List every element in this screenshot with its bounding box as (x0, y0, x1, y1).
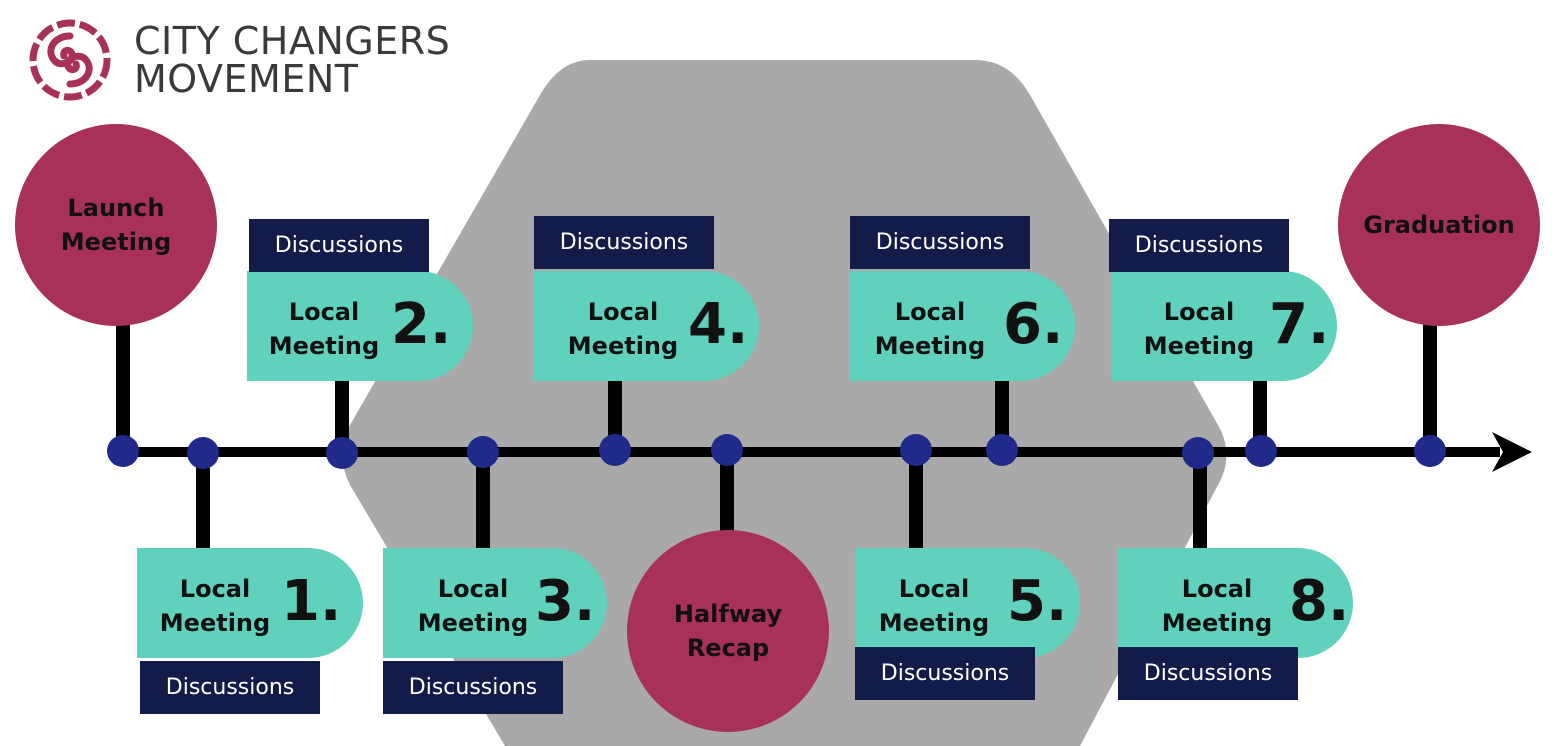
timeline-node (326, 437, 358, 469)
discussions-tag-8: Discussions (1118, 647, 1298, 700)
label-line: Meeting (268, 332, 380, 360)
logo-line-2: MOVEMENT (134, 57, 359, 101)
meeting-number: 6. (1003, 292, 1064, 357)
timeline-node (986, 434, 1018, 466)
milestone-label: Graduation (1363, 211, 1515, 239)
discussions-tag-1: Discussions (140, 661, 320, 714)
meeting-number: 1. (281, 569, 342, 634)
meeting-number: 4. (688, 292, 749, 357)
label-line: Meeting (1143, 332, 1255, 360)
label-line: Local (288, 298, 360, 326)
timeline-node (467, 436, 499, 468)
label-line: Meeting (60, 228, 172, 256)
label-line: Local (179, 575, 251, 603)
meeting-number: 2. (391, 292, 452, 357)
meeting-number: 3. (535, 569, 596, 634)
timeline-arrowhead (1492, 432, 1532, 472)
timeline-node (1414, 435, 1446, 467)
meeting-number: 7. (1269, 292, 1330, 357)
discussions-tag-6: Discussions (850, 216, 1030, 269)
timeline-node (711, 434, 743, 466)
label-line: Meeting (567, 332, 679, 360)
label-line: Meeting (1161, 609, 1273, 637)
label-line: Meeting (417, 609, 529, 637)
label-line: Local (1181, 575, 1253, 603)
meeting-number: 8. (1289, 569, 1350, 634)
timeline-node (900, 434, 932, 466)
label-line: Local (437, 575, 509, 603)
discussions-tag-5: Discussions (855, 647, 1035, 700)
discussions-tag-3: Discussions (383, 661, 563, 714)
timeline-node (1182, 437, 1214, 469)
swirl-logo-icon (29, 19, 111, 101)
logo-wordmark: CITY CHANGERS MOVEMENT (134, 22, 450, 98)
label-line: Halfway (673, 600, 783, 628)
meeting-number: 5. (1007, 569, 1068, 634)
label-line: Local (1163, 298, 1235, 326)
timeline-nodes (107, 434, 1446, 469)
label-line: Local (894, 298, 966, 326)
label-line: Meeting (159, 609, 271, 637)
timeline-node (599, 434, 631, 466)
timeline-node (187, 437, 219, 469)
label-line: Launch (67, 194, 165, 222)
label-line: Local (898, 575, 970, 603)
discussions-tag-2: Discussions (249, 219, 429, 272)
graduation-milestone: Graduation (1338, 124, 1540, 326)
logo-line-1: CITY CHANGERS (134, 19, 451, 63)
timeline-node (107, 435, 139, 467)
discussions-tag-7: Discussions (1109, 219, 1289, 272)
label-line: Recap (686, 634, 770, 662)
discussions-tag-4: Discussions (534, 216, 714, 269)
label-line: Meeting (874, 332, 986, 360)
timeline-node (1245, 435, 1277, 467)
label-line: Local (587, 298, 659, 326)
label-line: Meeting (878, 609, 990, 637)
